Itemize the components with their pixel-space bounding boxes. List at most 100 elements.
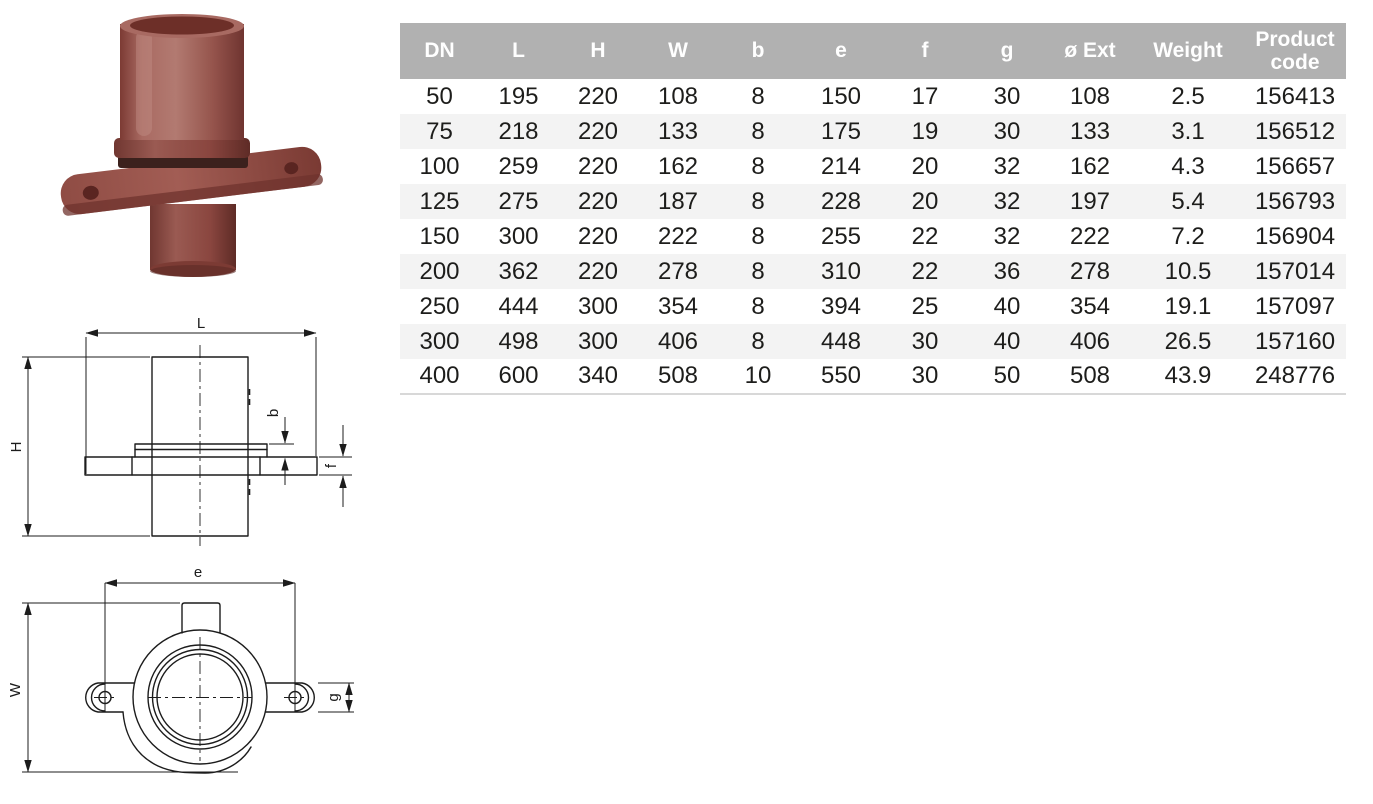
table-cell: 32 xyxy=(993,222,1021,250)
table-cell: 354 xyxy=(657,292,699,320)
table-cell: 3.1 xyxy=(1171,117,1205,145)
table-cell: 8 xyxy=(751,152,765,180)
column-header-0: DN xyxy=(400,23,479,79)
table-cell: 406 xyxy=(1069,327,1111,355)
table-cell: 195 xyxy=(498,82,539,110)
dim-label-b: b xyxy=(265,409,282,417)
table-cell: 8 xyxy=(751,292,765,320)
table-cell: 156657 xyxy=(1254,152,1336,180)
table-cell: 20 xyxy=(911,187,939,215)
table-cell: 310 xyxy=(820,257,862,285)
table-cell: 19.1 xyxy=(1164,292,1212,320)
table-cell: 40 xyxy=(993,327,1021,355)
left-ear xyxy=(85,682,136,713)
table-cell: 300 xyxy=(498,222,539,250)
table-cell: 22 xyxy=(911,257,939,285)
table-cell: 50 xyxy=(993,362,1021,389)
table-cell: 362 xyxy=(498,257,539,285)
photo-gasket xyxy=(118,155,248,168)
table-cell: 108 xyxy=(1069,82,1111,110)
table-cell: 214 xyxy=(820,152,862,180)
table-cell: 197 xyxy=(1069,187,1111,215)
table-cell: 508 xyxy=(1069,362,1111,389)
table-cell: 220 xyxy=(577,257,619,285)
table-cell: 157097 xyxy=(1254,292,1336,320)
table-cell: 550 xyxy=(820,362,862,389)
table-cell: 8 xyxy=(751,257,765,285)
photo-lower-pipe xyxy=(150,204,236,277)
table-cell: 218 xyxy=(498,117,539,145)
table-cell: 222 xyxy=(1069,222,1111,250)
table-cell: 133 xyxy=(657,117,699,145)
table-cell: 30 xyxy=(993,82,1021,110)
table-cell: 220 xyxy=(577,152,619,180)
table-cell: 25 xyxy=(911,292,939,320)
table-cell: 8 xyxy=(751,82,765,110)
column-header-7: g xyxy=(966,23,1048,79)
table-cell: 157014 xyxy=(1254,257,1336,285)
pipe-outline xyxy=(151,356,249,537)
column-header-6: f xyxy=(884,23,966,79)
table-cell: 300 xyxy=(577,292,619,320)
flange-outer-circle xyxy=(132,629,268,765)
right-ear xyxy=(264,682,315,713)
table-cell: 354 xyxy=(1069,292,1111,320)
table-cell: 248776 xyxy=(1254,362,1336,389)
table-cell: 8 xyxy=(751,222,765,250)
table-cell: 259 xyxy=(498,152,539,180)
table-cell: 50 xyxy=(426,82,453,110)
column-header-5: e xyxy=(798,23,884,79)
table-cell: 5.4 xyxy=(1171,187,1205,215)
dim-label-g: g xyxy=(325,693,342,701)
table-cell: 17 xyxy=(911,82,939,110)
column-header-3: W xyxy=(638,23,718,79)
table-cell: 600 xyxy=(498,362,539,389)
table-cell: 4.3 xyxy=(1171,152,1205,180)
table-cell: 108 xyxy=(657,82,699,110)
photo-socket xyxy=(120,14,244,140)
photo-bolt-hole-right xyxy=(284,162,299,175)
table-cell: 300 xyxy=(577,327,619,355)
photo-socket-step xyxy=(114,138,250,158)
table-cell: 406 xyxy=(657,327,699,355)
table-cell: 30 xyxy=(911,362,939,389)
table-cell: 36 xyxy=(993,257,1021,285)
table-cell: 150 xyxy=(820,82,862,110)
table-cell: 448 xyxy=(820,327,862,355)
table-cell: 187 xyxy=(657,187,699,215)
table-cell: 300 xyxy=(419,327,460,355)
product-photo xyxy=(60,14,323,277)
flange-outline xyxy=(84,456,318,476)
table-cell: 30 xyxy=(993,117,1021,145)
table-cell: 162 xyxy=(657,152,699,180)
side-view-drawing: L H b f xyxy=(10,315,352,546)
table-cell: 10 xyxy=(744,362,772,389)
table-cell: 157160 xyxy=(1254,327,1336,355)
table-cell: 8 xyxy=(751,117,765,145)
table-cell: 26.5 xyxy=(1164,327,1212,355)
table-cell: 32 xyxy=(993,152,1021,180)
table-cell: 222 xyxy=(657,222,699,250)
table-cell: 275 xyxy=(498,187,539,215)
table-cell: 175 xyxy=(820,117,862,145)
column-header-2: H xyxy=(558,23,638,79)
table-cell: 10.5 xyxy=(1164,257,1212,285)
dim-label-e: e xyxy=(194,565,202,581)
table-cell: 340 xyxy=(577,362,619,389)
table-cell: 75 xyxy=(426,117,453,145)
table-cell: 498 xyxy=(498,327,539,355)
table-cell: 32 xyxy=(993,187,1021,215)
column-header-9: Weight xyxy=(1132,23,1244,79)
table-cell: 20 xyxy=(911,152,939,180)
dim-label-H: H xyxy=(10,442,25,453)
table-cell: 508 xyxy=(657,362,699,389)
